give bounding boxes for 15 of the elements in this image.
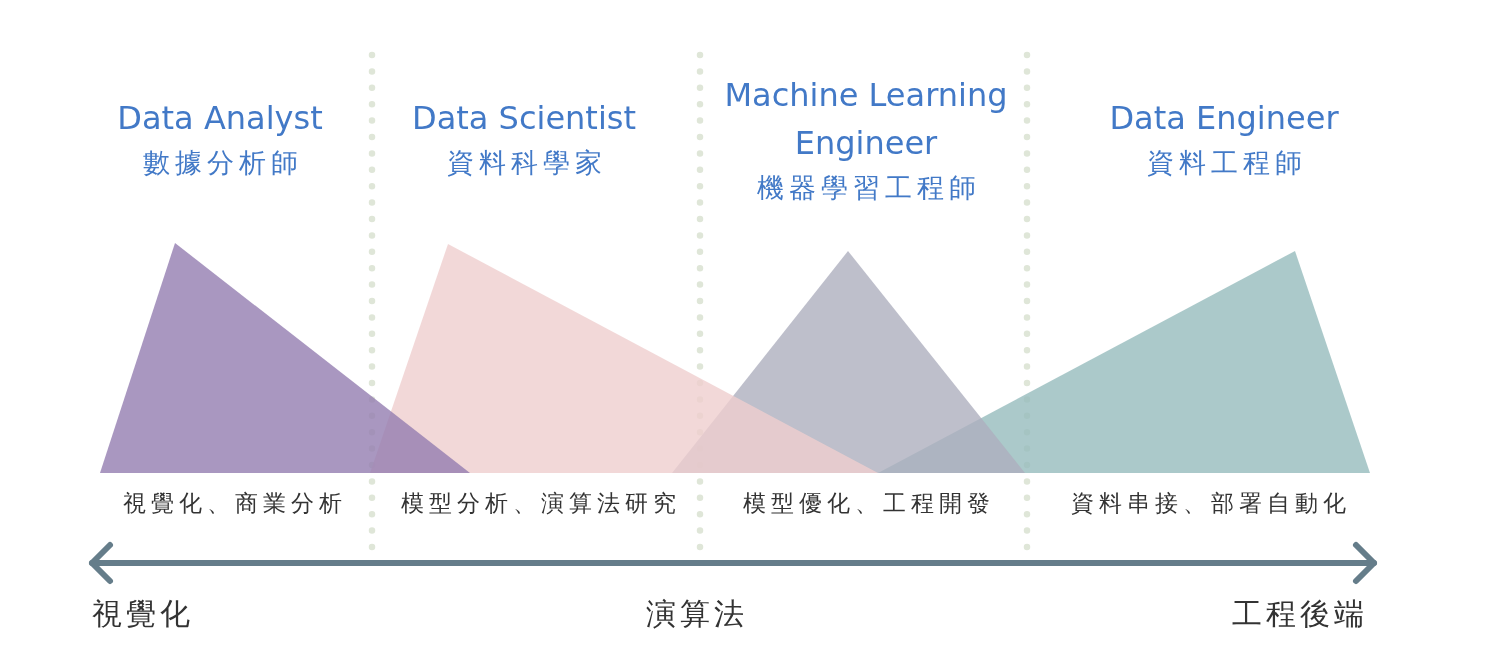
role-title: Data Scientist (412, 98, 636, 139)
role-title-translation: 資料工程師 (1145, 146, 1307, 180)
role-title: Data Analyst (117, 98, 323, 139)
role-title: Data Engineer (1109, 98, 1339, 139)
axis-label: 演算法 (646, 595, 748, 633)
role-title-translation: 數據分析師 (141, 146, 303, 180)
role-title-translation: 機器學習工程師 (755, 171, 981, 205)
axis-label: 視覺化 (92, 595, 194, 633)
skill-description: 模型優化、工程開發 (741, 489, 995, 518)
axis-label: 工程後端 (1232, 595, 1368, 633)
role-title: Machine Learning Engineer (723, 75, 1009, 164)
skill-description: 資料串接、部署自動化 (1069, 489, 1351, 518)
skill-description: 模型分析、演算法研究 (399, 489, 681, 518)
skill-description: 視覺化、商業分析 (121, 489, 347, 518)
role-title-translation: 資料科學家 (445, 146, 607, 180)
